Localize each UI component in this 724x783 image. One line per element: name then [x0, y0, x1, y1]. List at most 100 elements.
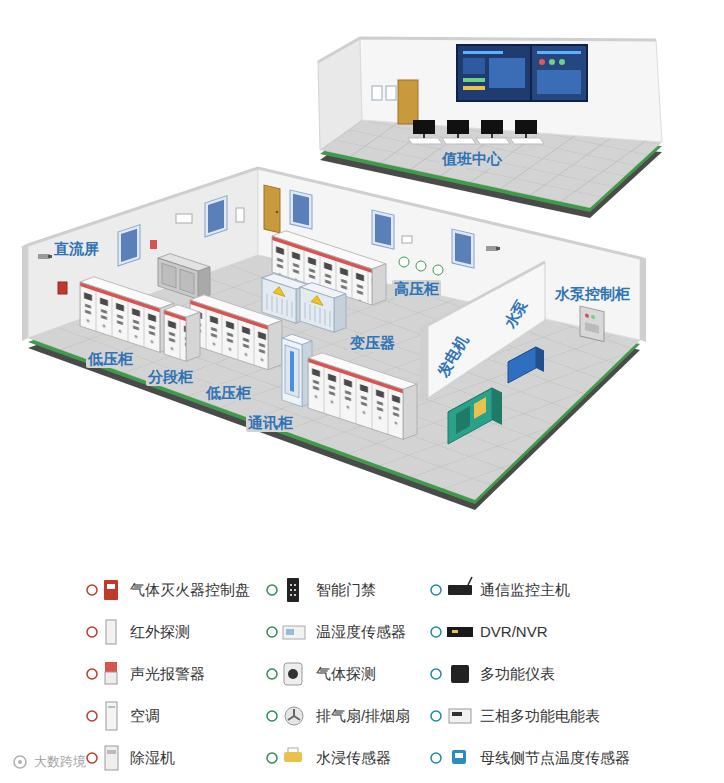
windows-doors-part-part [293, 194, 309, 226]
generator-part [456, 406, 470, 434]
windows-doors-part [205, 196, 227, 237]
legend-text: DVR/NVR [480, 623, 548, 641]
video-wall-part [463, 86, 485, 90]
equipment-name: 水泵控制柜 [553, 285, 632, 303]
generator-part [474, 397, 486, 419]
low-voltage-cabinets-part [268, 321, 282, 370]
legend-icons-part [284, 752, 302, 762]
dc-panel-part-part [180, 269, 194, 294]
legend-icons-part [87, 585, 97, 595]
generator-part [448, 388, 492, 444]
equipment-name: 变压器 [348, 334, 397, 352]
legend-icons-part [87, 753, 97, 763]
legend-icons-part [287, 578, 299, 602]
operator-desks-part [515, 120, 537, 134]
legend-icons-part [284, 663, 302, 685]
legend-icons-part [431, 669, 441, 679]
equipment-name: 低压柜 [86, 350, 135, 368]
legend-text: 通信监控主机 [480, 581, 570, 599]
wall-devices-part [433, 265, 443, 275]
legend-text: 排气扇/排烟扇 [316, 707, 410, 725]
wall-devices-part [496, 247, 500, 250]
windows-doors-part-part [290, 190, 312, 229]
operator-desks-part [510, 138, 544, 144]
video-wall-part [463, 78, 485, 82]
generator-part [492, 388, 502, 425]
legend-icons-part [283, 626, 305, 639]
operator-desks-part [423, 134, 425, 138]
legend-icons-part [468, 577, 472, 585]
high-voltage-cabinets-part [372, 264, 386, 305]
video-wall-part [463, 51, 503, 54]
legend-icons-part [267, 711, 277, 721]
water-pump-part [508, 347, 536, 383]
legend-icons-part [455, 753, 463, 758]
pump-control-cabinet-part [580, 306, 604, 342]
wall-devices-part [150, 240, 157, 249]
legend-text: 智能门禁 [316, 581, 376, 599]
legend-text: 水浸传感器 [316, 749, 391, 767]
legend-icons-part [452, 630, 458, 633]
transformers-part-part [311, 294, 323, 306]
legend-text: 三相多功能电能表 [480, 707, 600, 725]
low-voltage-cabinets-part [80, 282, 160, 352]
operator-desks-part [408, 138, 442, 144]
water-pump-part [536, 347, 544, 372]
section-cabinet-part [164, 310, 186, 361]
windows-doors-part-part [208, 200, 224, 233]
section-cabinet-part [186, 312, 200, 361]
video-wall-part [559, 59, 565, 65]
windows-doors-part [290, 190, 312, 229]
legend-icons-part [447, 627, 473, 637]
transformers-part-part [273, 285, 285, 297]
equipment-name: 低压柜 [204, 384, 253, 402]
video-wall-part [463, 58, 485, 74]
operator-desks [408, 120, 544, 144]
partition-wall-part [420, 325, 428, 402]
low-voltage-cabinets-part-part [80, 282, 160, 352]
transformers-part [300, 287, 334, 332]
low-voltage-cabinets-part [190, 300, 268, 370]
dc-panel-part-part [158, 258, 198, 299]
pump-control-cabinet-part-part [591, 315, 595, 320]
operator-desks-part [525, 134, 527, 138]
duty-room-part [318, 38, 362, 150]
legend-icons-part [288, 669, 298, 679]
partition-wall-part [428, 262, 545, 398]
legend-icons-part [104, 580, 118, 600]
legend-icons-part [105, 662, 117, 672]
duty-room [318, 38, 662, 218]
legend-icons-part [87, 627, 97, 637]
video-wall-part [458, 46, 530, 100]
section-cabinet-part-part [164, 310, 186, 361]
comm-cabinet-part-part [285, 345, 299, 398]
video-wall-part [532, 46, 586, 100]
transformers-part [334, 294, 346, 332]
wall-devices-part [402, 236, 412, 243]
legend-icons-part [290, 589, 292, 591]
legend-icons-part [452, 750, 466, 764]
power-room-part [22, 245, 28, 341]
legend-icons-part [87, 669, 97, 679]
windows-doors-part-part [375, 214, 391, 246]
wall-devices-part [176, 214, 192, 223]
dc-panel [158, 254, 210, 300]
legend-text: 声光报警器 [130, 665, 205, 683]
legend-text: 多功能仪表 [480, 665, 555, 683]
operator-desks-part [476, 138, 510, 144]
room-name: 值班中心 [440, 150, 504, 168]
legend-text: 除湿机 [130, 749, 175, 767]
wall-devices-part [416, 261, 426, 271]
video-wall-part [456, 44, 588, 102]
duty-room-part [386, 86, 396, 100]
operator-desks-part [413, 120, 435, 134]
legend-text: 空调 [130, 707, 160, 725]
equipment-name: 直流屏 [52, 240, 101, 258]
wall-devices-part [399, 257, 409, 267]
equipment-name: 分段柜 [146, 368, 195, 386]
legend-icons-part [452, 712, 462, 716]
legend-icons-part [108, 706, 115, 708]
pump-control-cabinet-part-part [580, 306, 604, 342]
front-cabinets-part [403, 384, 417, 439]
